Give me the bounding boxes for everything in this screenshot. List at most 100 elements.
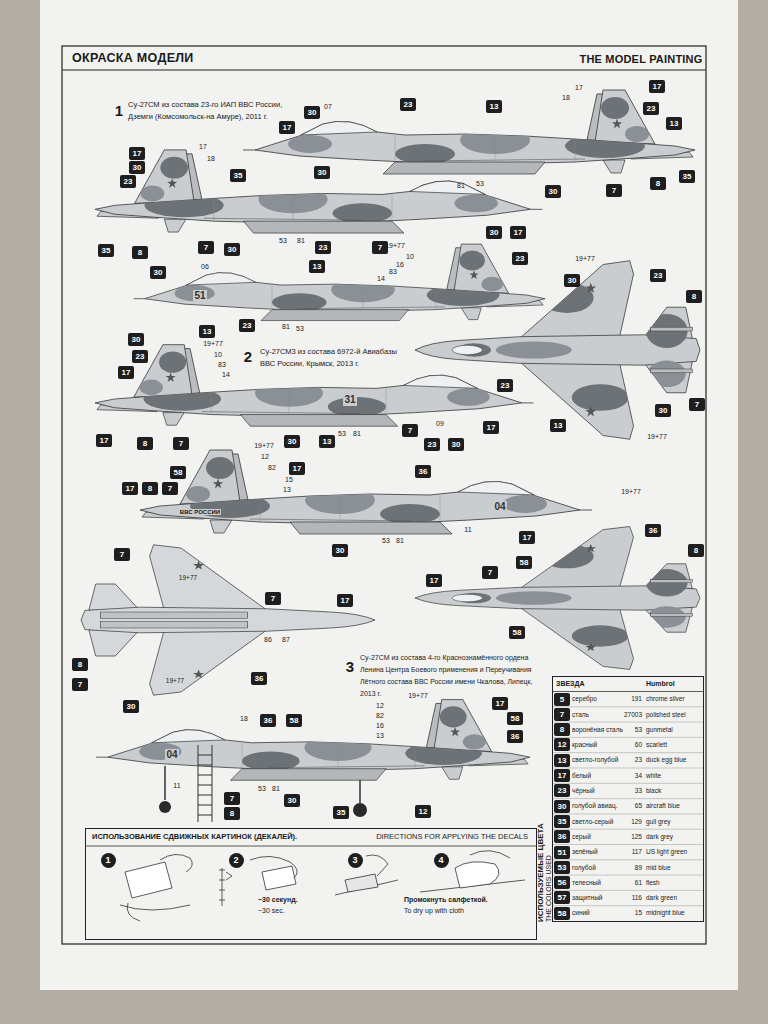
scheme-caption: Су-27СМ из состава 23-го ИАП ВВС России,: [128, 101, 282, 110]
table-cell: 34: [635, 772, 642, 779]
finger: [366, 855, 388, 876]
table-cell: 53: [635, 726, 642, 733]
decal-sheet: [262, 866, 296, 890]
wheel: [353, 803, 367, 817]
callout-number: 07: [324, 103, 332, 111]
table-rule: [552, 768, 704, 769]
box-heading: ИСПОЛЬЗОВАНИЕ СДВИЖНЫХ КАРТИНОК (ДЕКАЛЕЙ…: [92, 833, 297, 842]
callout-number: 18: [207, 155, 215, 163]
table-cell: flesh: [646, 879, 660, 886]
callout-badge: 7: [114, 548, 130, 561]
table-cell: 125: [631, 833, 642, 840]
callout-number: 81: [457, 182, 465, 190]
callout-badge: 30: [123, 700, 139, 713]
callout-badge: 12: [415, 805, 431, 818]
table-cell: голубой: [572, 864, 596, 871]
aircraft-side-view: [95, 345, 533, 426]
table-cell: синий: [572, 909, 590, 916]
callout-badge: 57: [554, 891, 570, 904]
callout-badge: 30: [314, 166, 330, 179]
table-cell: воронёная сталь: [572, 726, 623, 733]
callout-badge: 30: [486, 226, 502, 239]
callout-badge: 30: [284, 435, 300, 448]
callout-badge: 35: [230, 169, 246, 182]
callout-number: 10: [214, 351, 222, 359]
table-rule: [552, 752, 704, 753]
table-rules: [552, 707, 704, 906]
marking-text: 19+77: [165, 677, 185, 684]
decal-header-rule: [85, 846, 537, 847]
header-rule: [62, 70, 706, 71]
table-rule: [552, 737, 704, 738]
scheme-caption: Су-27СМ из состава 4-го Краснознамённого…: [360, 654, 528, 662]
table-cell: чёрный: [572, 787, 595, 794]
table-header: Humbrol: [646, 680, 675, 688]
page-subtitle: THE MODEL PAINTING: [580, 53, 703, 66]
scheme-caption: Лётного состава ВВС России имени Чкалова…: [360, 678, 532, 686]
callout-number: 19+77: [385, 242, 405, 250]
table-cell: сталь: [572, 711, 589, 718]
callout-badge: 30: [564, 274, 580, 287]
callout-badge: 8: [554, 723, 570, 736]
callout-number: 82: [376, 712, 384, 720]
scheme-number: 3: [346, 658, 354, 675]
page-frame: [62, 46, 706, 944]
callout-badge: 17: [554, 769, 570, 782]
callout-number: 86: [264, 636, 272, 644]
callout-number: 13: [283, 486, 291, 494]
callout-badge: 7: [606, 184, 622, 197]
callout-badge: 23: [315, 241, 331, 254]
table-cell: 23: [635, 756, 642, 763]
callout-badge: 36: [554, 830, 570, 843]
callout-number: 19+77: [254, 442, 274, 450]
table-cell: mid blue: [646, 864, 671, 871]
step-note: ~30 секунд.: [258, 896, 298, 904]
cloth: [455, 862, 499, 888]
step-note: Промокнуть салфеткой.: [404, 896, 488, 904]
callout-number: 12: [261, 453, 269, 461]
callout-badge: 7: [224, 792, 240, 805]
aircraft-side-view: [140, 450, 592, 534]
table-cell: 89: [635, 864, 642, 871]
callout-badge: 36: [251, 672, 267, 685]
callout-badge: 58: [286, 714, 302, 727]
callout-badge: 30: [332, 544, 348, 557]
callout-badge: 8: [142, 482, 158, 495]
ladder-rails: [198, 745, 212, 822]
callout-number: 53: [338, 430, 346, 438]
callout-number: 81: [297, 237, 305, 245]
table-cell: 33: [635, 787, 642, 794]
table-cell: зелёный: [572, 848, 598, 855]
decal: [345, 874, 378, 892]
table-cell: gunmetal: [646, 726, 673, 733]
callout-number: 17: [575, 84, 583, 92]
step-note: ~30 sec.: [258, 907, 285, 915]
table-cell: scarlett: [646, 741, 667, 748]
aircraft-bottom-view: [81, 545, 375, 695]
table-rule: [552, 875, 704, 876]
callout-badge: 35: [554, 815, 570, 828]
callout-badge: 23: [497, 379, 513, 392]
table-cell: midnight blue: [646, 909, 685, 916]
callout-number: 18: [562, 94, 570, 102]
callout-badge: 7: [402, 424, 418, 437]
table-rule: [552, 844, 704, 845]
callout-badge: 17: [483, 421, 499, 434]
callout-badge: 13: [199, 325, 215, 338]
callout-number: 09: [436, 420, 444, 428]
callout-badge: 35: [679, 170, 695, 183]
table-cell: 27003: [624, 711, 642, 718]
callout-number: 12: [376, 702, 384, 710]
step-note: To dry up with cloth: [404, 907, 464, 915]
page-title: ОКРАСКА МОДЕЛИ: [72, 51, 194, 65]
callout-number: 16: [396, 261, 404, 269]
callout-badge: 17: [337, 594, 353, 607]
step-number: 2: [229, 853, 244, 868]
callout-badge: 8: [72, 658, 88, 671]
callout-number: 15: [285, 476, 293, 484]
aircraft-side-view: [243, 90, 695, 174]
callout-number: 19+77: [621, 488, 641, 496]
callout-badge: 13: [550, 419, 566, 432]
callout-badge: 58: [554, 907, 570, 920]
